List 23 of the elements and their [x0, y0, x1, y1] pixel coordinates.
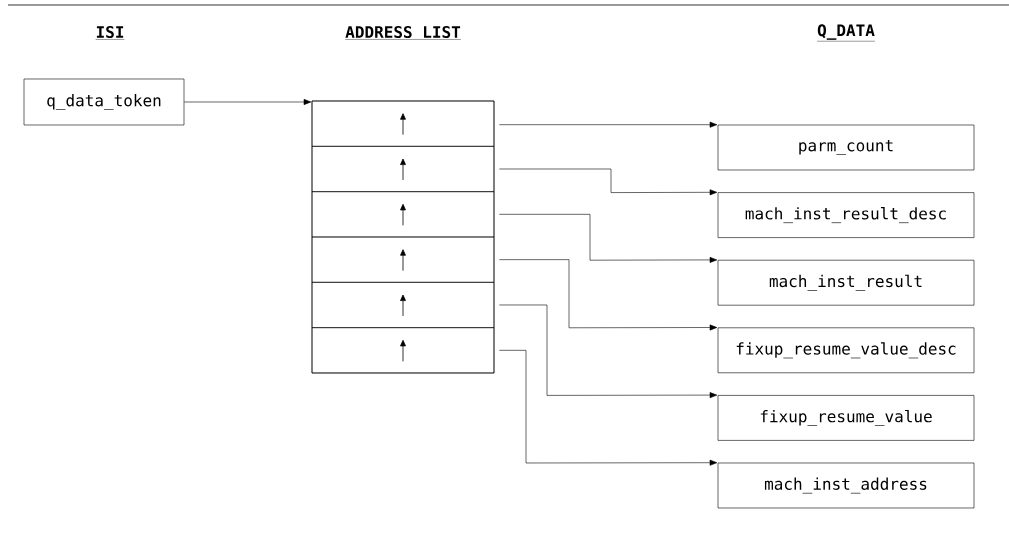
column-heading: ADDRESS LIST — [345, 25, 461, 40]
arrow — [499, 259, 718, 331]
column-heading: ISI — [95, 25, 125, 40]
list-cell — [311, 327, 495, 374]
field-box: mach_inst_result_desc — [717, 192, 975, 238]
arrow — [184, 99, 312, 105]
field-box: parm_count — [717, 124, 975, 171]
arrow — [499, 121, 718, 128]
list-cell — [311, 236, 495, 283]
list-cell — [311, 100, 495, 147]
list-cell — [311, 146, 495, 192]
list-cell — [311, 282, 495, 328]
field-box: q_data_token — [23, 78, 185, 126]
field-box: fixup_resume_value_desc — [717, 327, 975, 374]
column-heading: Q_DATA — [816, 24, 876, 42]
field-box: mach_inst_address — [717, 462, 975, 509]
arrow — [499, 168, 718, 196]
arrow — [499, 350, 718, 466]
field-box: mach_inst_result — [717, 259, 975, 306]
arrow — [499, 304, 718, 399]
arrow — [499, 214, 718, 263]
list-cell — [311, 191, 495, 238]
field-box: fixup_resume_value — [717, 395, 975, 441]
